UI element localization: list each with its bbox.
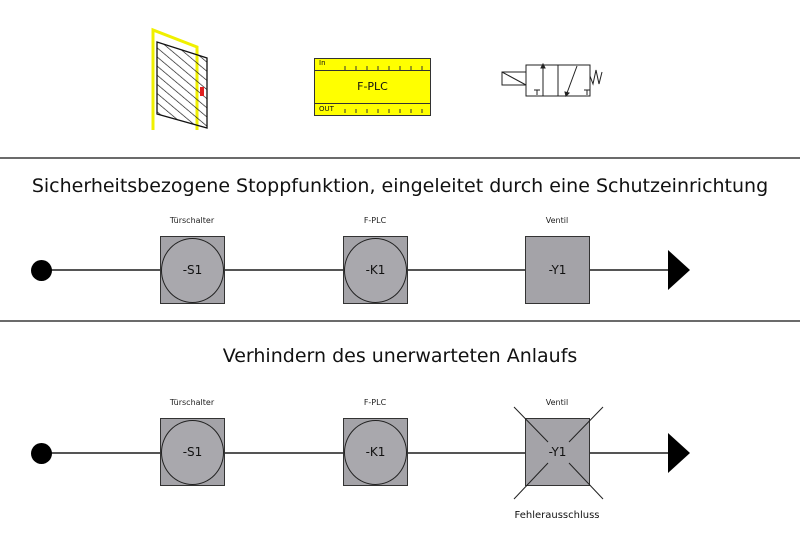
section-divider xyxy=(0,157,800,159)
plc-icon: In OUT F-PLC xyxy=(314,58,431,116)
section-2-title: Verhindern des unerwarteten Anlaufs xyxy=(222,345,578,367)
node-label: F-PLC xyxy=(363,398,387,407)
cross-out-icon xyxy=(513,406,604,500)
node-label: F-PLC xyxy=(363,216,387,225)
node-circle xyxy=(344,238,407,303)
fault-exclusion-note: Fehlerausschluss xyxy=(514,510,600,521)
door-icon xyxy=(151,27,208,130)
node-tag: -Y1 xyxy=(548,445,567,459)
node-tag: -K1 xyxy=(365,263,386,277)
plc-terminal-ticks xyxy=(344,66,423,113)
plc-out-label: OUT xyxy=(319,105,334,113)
node-y1-excluded: -Y1 xyxy=(513,406,604,500)
node-tag: -Y1 xyxy=(548,263,567,277)
node-k1: -K1 xyxy=(343,236,408,304)
node-circle xyxy=(344,420,407,485)
node-circle xyxy=(161,238,224,303)
node-circle xyxy=(161,420,224,485)
node-tag: -K1 xyxy=(365,445,386,459)
node-y1: -Y1 xyxy=(525,236,590,304)
node-tag: -S1 xyxy=(182,445,203,459)
section-divider xyxy=(0,320,800,322)
node-label: Türschalter xyxy=(169,398,215,407)
node-s1: -S1 xyxy=(160,236,225,304)
valve-icon xyxy=(501,62,603,97)
plc-in-label: In xyxy=(319,59,326,67)
node-s1: -S1 xyxy=(160,418,225,486)
end-arrow-icon xyxy=(668,250,690,290)
node-label: Türschalter xyxy=(169,216,215,225)
node-label: Ventil xyxy=(545,216,569,225)
start-dot xyxy=(31,443,52,464)
start-dot xyxy=(31,260,52,281)
node-k1: -K1 xyxy=(343,418,408,486)
node-tag: -S1 xyxy=(182,263,203,277)
plc-title: F-PLC xyxy=(357,80,388,93)
end-arrow-icon xyxy=(668,433,690,473)
section-1-title: Sicherheitsbezogene Stoppfunktion, einge… xyxy=(31,175,769,197)
node-label: Ventil xyxy=(545,398,569,407)
